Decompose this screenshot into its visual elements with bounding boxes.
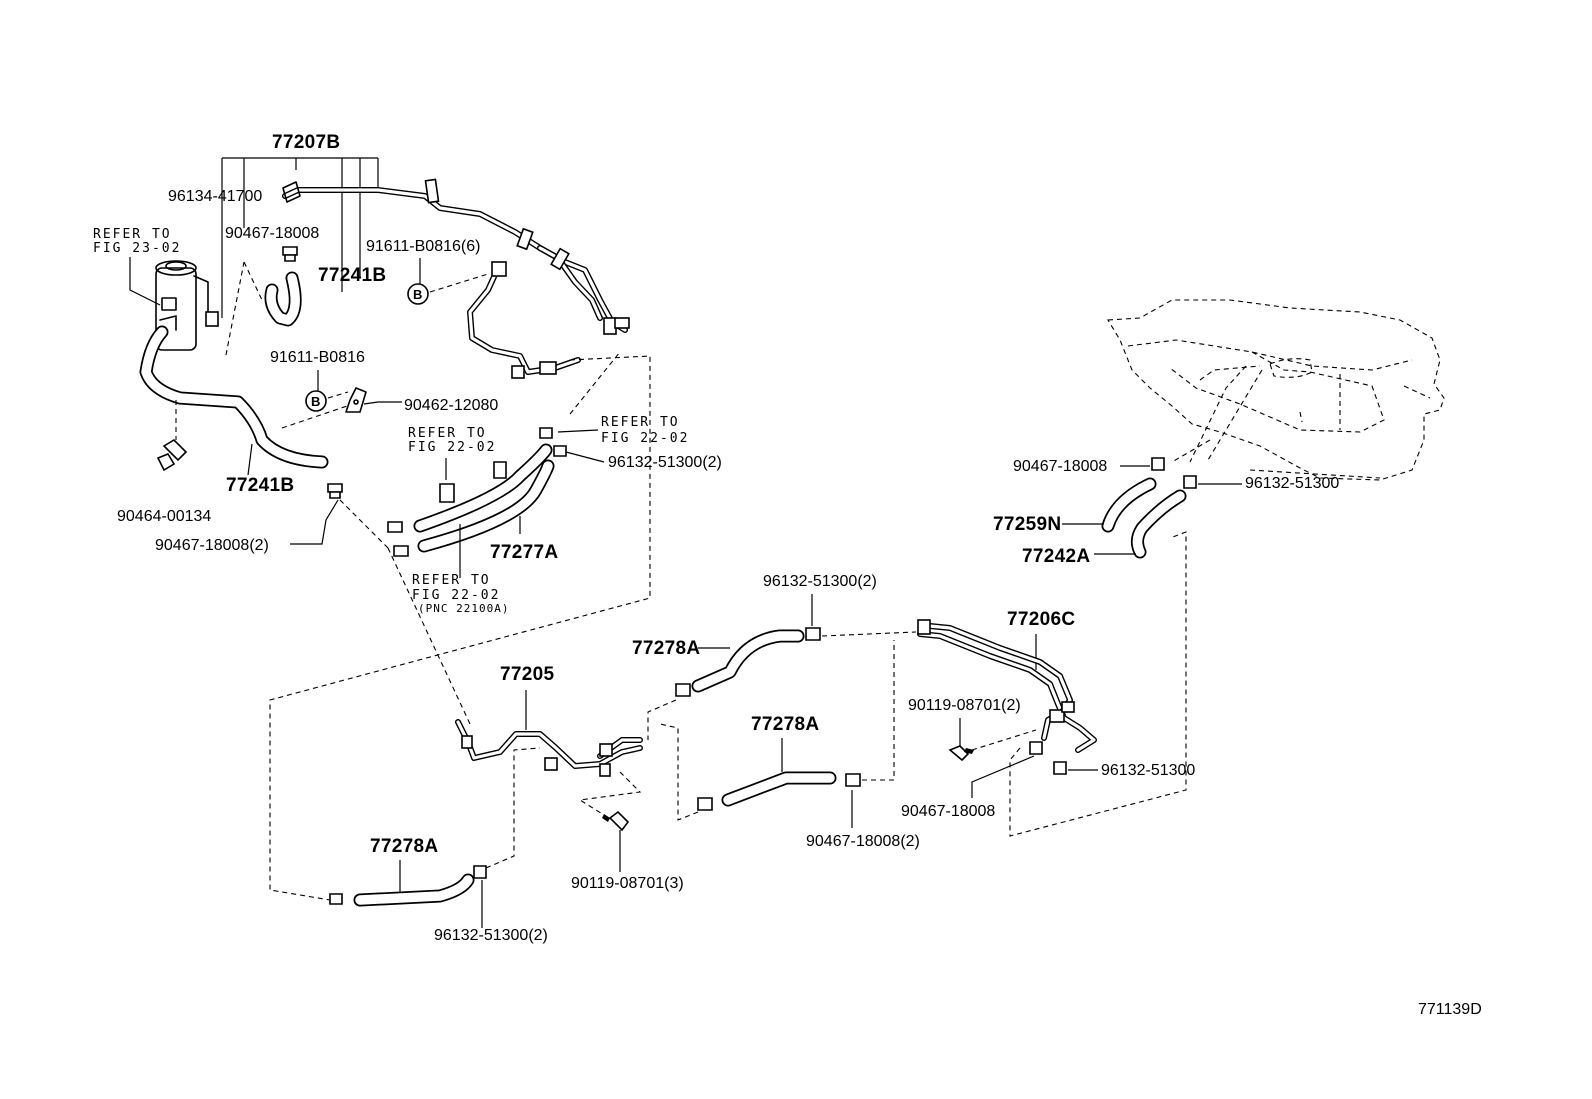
label-96132-51300-2-top[interactable]: 96132-51300(2) [608,454,722,471]
hose-77278a-mid-top [691,629,805,693]
clip-90464-00134 [156,438,188,472]
bracket-90462-12080 [345,387,367,413]
clamp-96132-51300-2-top [539,427,567,457]
group-77207b: 77207B 96134-41700 90467-18008 [168,132,630,379]
clamp-90467-18008-2-left [327,483,343,499]
clamp-96132-51300-right [1053,761,1067,775]
label-77259n[interactable]: 77259N [993,514,1061,535]
label-77206c[interactable]: 77206C [1007,609,1075,630]
label-90467-18008-2-mid[interactable]: 90467-18008(2) [806,833,920,850]
fuel-tank [1107,299,1445,481]
hose-77242a [1130,489,1187,559]
label-77207b[interactable]: 77207B [272,132,340,153]
svg-text:(PNC 22100A): (PNC 22100A) [418,602,509,615]
hose-77277a [413,443,555,553]
charcoal-canister: REFER TO FIG 23-02 [93,227,219,351]
clamp-90467-18008-top [282,246,298,262]
label-90467-18008-right[interactable]: 90467-18008 [901,803,995,820]
hose-77278a-left [353,873,475,907]
bolt-90119-08701-3 [602,810,630,832]
hose-77241b-lower [139,325,329,469]
clamps-77278a-left [329,865,487,905]
hose-77259n [1101,477,1157,533]
refer-fig22-right: REFER TO FIG 22-02 [601,415,689,446]
svg-text:REFER TO: REFER TO [601,415,680,430]
svg-text:B: B [311,394,320,409]
hose-77278a-mid [721,771,837,807]
clamp-96132-51300-tank [1183,475,1197,489]
label-96132-51300-right[interactable]: 96132-51300 [1101,762,1195,779]
label-96134-41700[interactable]: 96134-41700 [168,188,262,205]
label-77278a-left[interactable]: 77278A [370,836,438,857]
clamps-77278a-mid [697,773,861,811]
callout-b-bottom: B [305,390,327,412]
svg-text:FIG 22-02: FIG 22-02 [408,440,496,455]
svg-text:REFER TO: REFER TO [408,426,487,441]
label-77241b-upper[interactable]: 77241B [318,265,386,286]
label-77241b-lower[interactable]: 77241B [226,475,294,496]
svg-text:FIG 22-02: FIG 22-02 [601,431,689,446]
label-91611-b0816[interactable]: 91611-B0816 [270,349,365,366]
svg-text:B: B [413,287,422,302]
label-77278a-mid-top[interactable]: 77278A [632,638,700,659]
label-77277a[interactable]: 77277A [490,542,558,563]
hose-77241b-upper [264,271,302,327]
label-96132-51300-2-mid[interactable]: 96132-51300(2) [763,573,877,590]
refer-fig23-line1: REFER TO [93,227,172,242]
label-91611-b0816-6[interactable]: 91611-B0816(6) [366,238,480,255]
refer-fig22-bottom: REFER TO FIG 22-02 (PNC 22100A) [412,573,509,615]
clamp-90467-18008-tank [1151,457,1165,471]
clamp-77278a-mid-top-left [675,683,691,697]
label-77242a[interactable]: 77242A [1022,546,1090,567]
refer-fig23-line2: FIG 23-02 [93,241,181,256]
label-90119-08701-2[interactable]: 90119-08701(2) [908,697,1021,714]
label-90119-08701-3[interactable]: 90119-08701(3) [571,875,684,892]
clamp-96132-51300-2-mid [805,627,821,641]
label-90464-00134[interactable]: 90464-00134 [117,508,211,525]
label-90467-18008-top[interactable]: 90467-18008 [225,225,319,242]
label-77278a-mid[interactable]: 77278A [751,714,819,735]
label-96132-51300-tank[interactable]: 96132-51300 [1245,475,1339,492]
refer-fig22-left: REFER TO FIG 22-02 [408,426,496,455]
label-96132-51300-2-bottom[interactable]: 96132-51300(2) [434,927,548,944]
figure-code: 771139D [1418,1001,1482,1018]
fuel-filler-clips [439,461,507,503]
bolt-90119-08701-2 [948,745,974,762]
label-90467-18008-tank[interactable]: 90467-18008 [1013,458,1107,475]
label-77205[interactable]: 77205 [500,664,554,685]
vapor-pipe-77205 [455,719,643,777]
svg-text:FIG 22-02: FIG 22-02 [412,588,500,603]
clamps-77277a-left [387,521,409,557]
clamp-90467-18008-right [1029,741,1043,755]
label-90467-18008-2-left[interactable]: 90467-18008(2) [155,537,269,554]
label-90462-12080[interactable]: 90462-12080 [404,397,498,414]
svg-text:REFER TO: REFER TO [412,573,491,588]
vapor-pipe-77206c [917,619,1097,753]
vapor-pipe-77207b [282,178,630,379]
callout-b-top: B [407,283,429,305]
